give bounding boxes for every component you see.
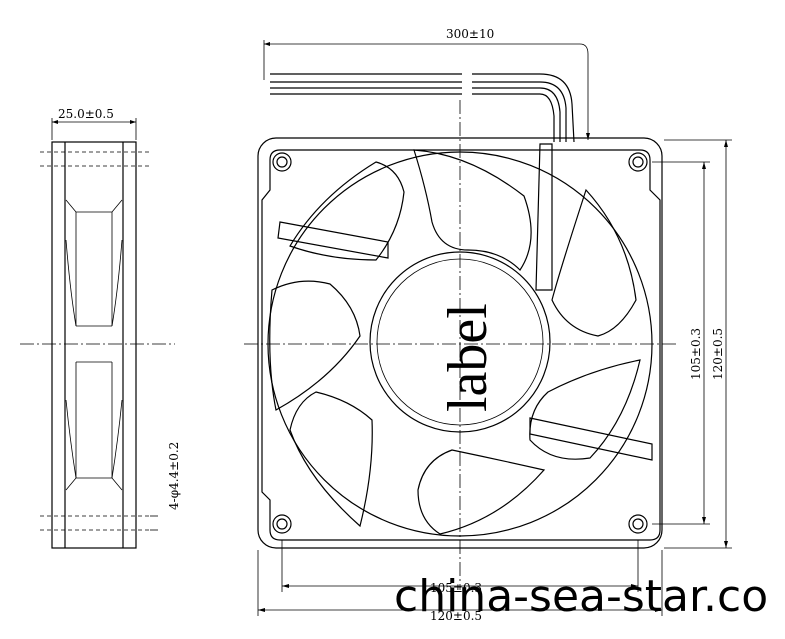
hole-pitch-v-label: 105±0.3 <box>689 328 703 380</box>
depth-dimension-label: 25.0±0.5 <box>58 107 114 121</box>
watermark-text: china-sea-star.co <box>394 571 768 622</box>
hub-label: label <box>437 303 499 412</box>
mount-hole-tr <box>628 152 648 172</box>
hole-spec-label: 4-φ4.4±0.2 <box>167 442 181 510</box>
frame-height-label: 120±0.5 <box>711 328 725 380</box>
cable-length-label: 300±10 <box>446 27 494 41</box>
mount-hole-bl <box>272 514 292 534</box>
mount-hole-tl <box>272 152 292 172</box>
frame-width-label: 120±0.5 <box>430 609 482 623</box>
hole-pitch-h-label: 105±0.3 <box>430 581 482 595</box>
front-view: 300±10 <box>244 27 732 623</box>
side-view: 25.0±0.5 4-φ4.4±0.2 <box>20 107 181 549</box>
mount-hole-br <box>628 514 648 534</box>
